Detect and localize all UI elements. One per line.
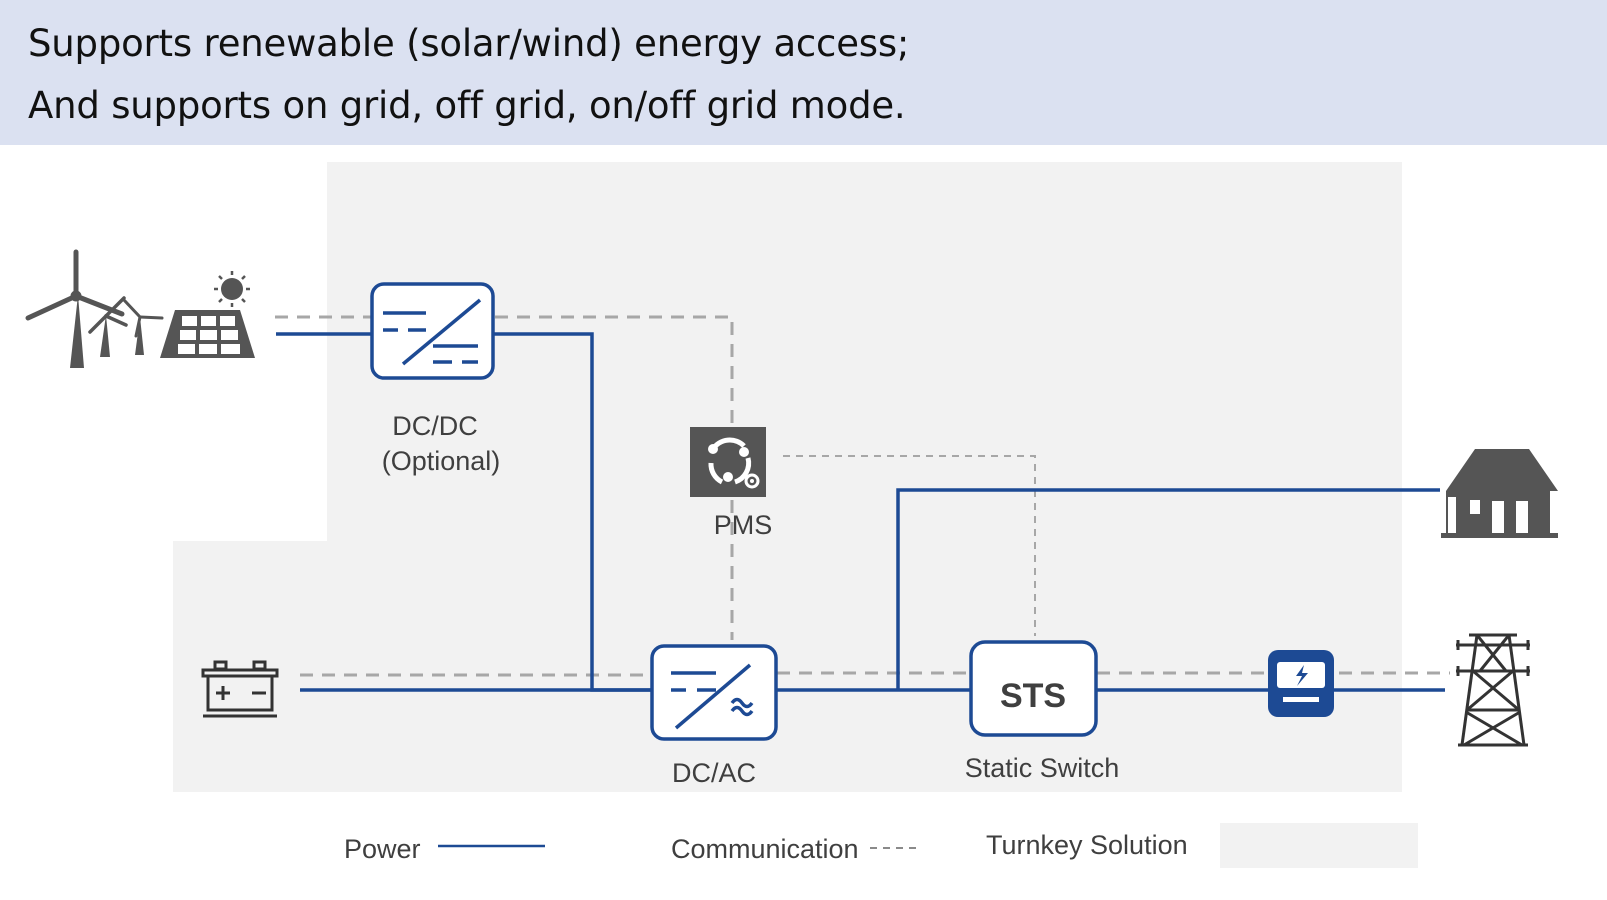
sts-box-text: STS: [1000, 677, 1066, 715]
battery-icon: [201, 660, 279, 718]
legend-turnkey-label: Turnkey Solution: [986, 830, 1188, 860]
legend-communication-label: Communication: [671, 834, 859, 864]
electric-meter-icon: [1268, 650, 1334, 717]
dcdc-sublabel: (Optional): [382, 446, 501, 476]
legend: Power Communication Turnkey Solution: [344, 823, 1418, 868]
header-line-2: And supports on grid, off grid, on/off g…: [28, 84, 906, 127]
sts-box: [969, 640, 1098, 737]
dcac-label: DC/AC: [672, 758, 756, 788]
power-line-house: [896, 488, 1440, 690]
dcac-inverter: [650, 644, 778, 741]
comm-line-pms-sts: [783, 455, 1036, 636]
header-banner: Supports renewable (solar/wind) energy a…: [0, 0, 1607, 145]
dcdc-converter: [370, 282, 495, 380]
legend-power-label: Power: [344, 834, 421, 864]
power-lines: [276, 332, 1445, 692]
comm-line-dcdc: [275, 315, 734, 432]
pms-controller-icon: [690, 427, 766, 497]
turnkey-area: [173, 162, 1402, 792]
house-icon: [1441, 449, 1558, 538]
wind-turbine-solar-panel-icon: [25, 249, 255, 368]
legend-turnkey-swatch: [1220, 823, 1418, 868]
header-line-1: Supports renewable (solar/wind) energy a…: [28, 22, 910, 65]
dcdc-label: DC/DC: [392, 411, 478, 441]
power-tower-icon: [1456, 633, 1530, 747]
pms-label: PMS: [714, 510, 773, 540]
sts-label: Static Switch: [965, 753, 1120, 783]
